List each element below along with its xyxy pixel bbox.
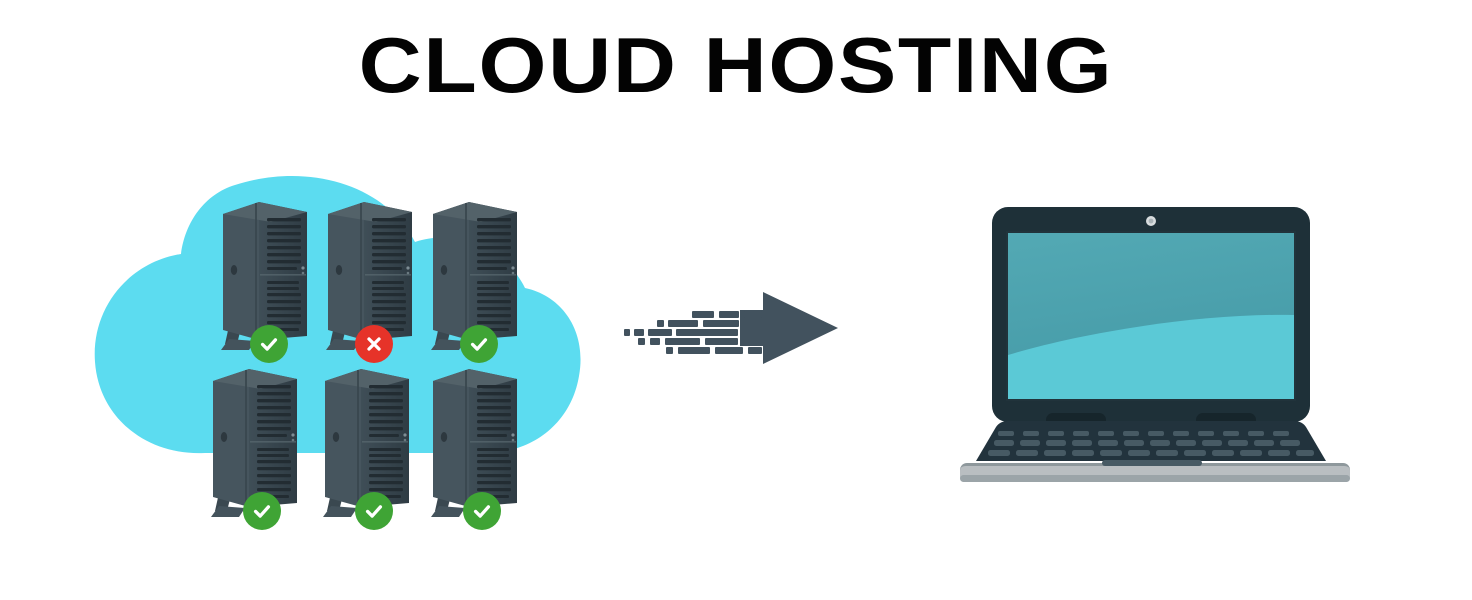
page-title: CLOUD HOSTING	[358, 21, 1114, 109]
data-flow-arrow	[620, 288, 855, 368]
server-tower[interactable]	[320, 198, 420, 363]
server-tower[interactable]	[317, 365, 417, 530]
server-tower[interactable]	[425, 198, 525, 363]
server-tower[interactable]	[425, 365, 525, 530]
x-circle-icon	[355, 325, 393, 363]
check-circle-icon	[243, 492, 281, 530]
check-circle-icon	[463, 492, 501, 530]
server-tower[interactable]	[215, 198, 315, 363]
check-circle-icon	[355, 492, 393, 530]
check-circle-icon	[250, 325, 288, 363]
check-circle-icon	[460, 325, 498, 363]
laptop-device[interactable]	[950, 195, 1360, 495]
cloud-servers-group	[85, 170, 595, 530]
server-tower[interactable]	[205, 365, 305, 530]
